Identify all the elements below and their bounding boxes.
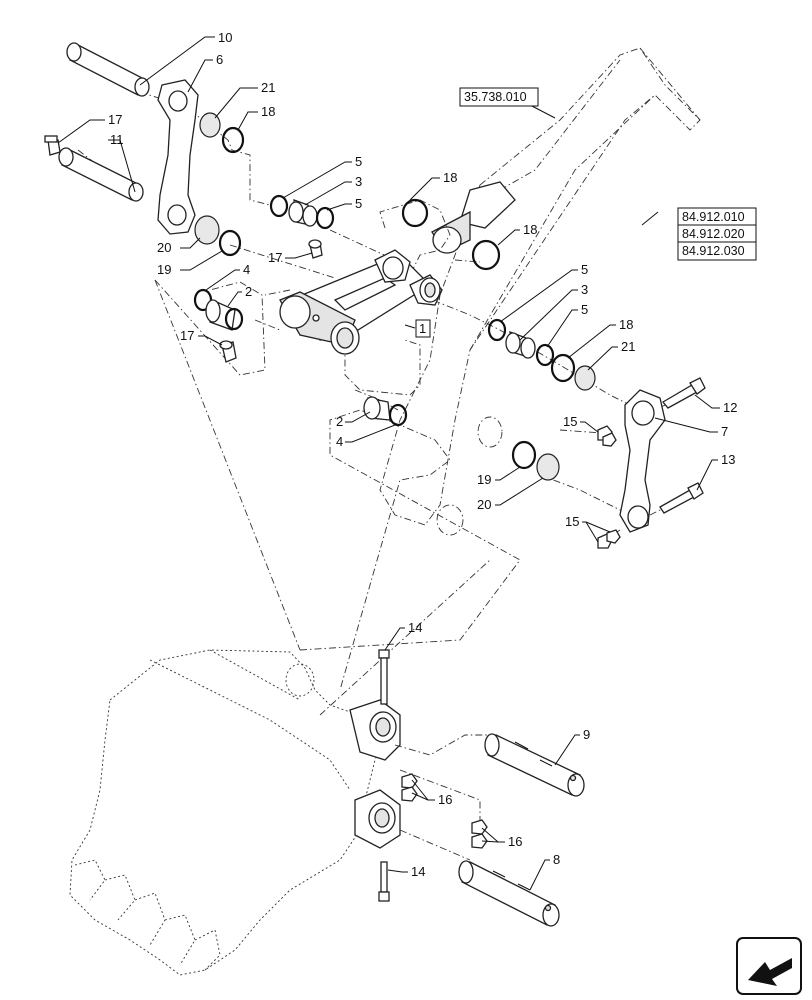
bushing-3b <box>505 331 536 359</box>
seal-5a <box>269 194 289 218</box>
callout-5: 5 <box>355 196 362 211</box>
navigation-arrow-icon[interactable] <box>736 937 802 995</box>
nut-15b <box>597 529 621 549</box>
bushing-2b <box>363 396 391 421</box>
callout-7: 7 <box>721 424 728 439</box>
bolt-13 <box>659 482 704 514</box>
o-ring-18c <box>471 239 501 271</box>
callout-5: 5 <box>581 262 588 277</box>
bolt-12 <box>662 377 706 409</box>
callout-11: 11 <box>110 132 124 147</box>
callout-17: 17 <box>268 250 282 265</box>
callout-20: 20 <box>477 497 491 512</box>
callout-16: 16 <box>438 792 452 807</box>
grease-fitting-17c <box>219 340 237 363</box>
o-ring-18b <box>401 198 429 228</box>
o-ring-18 <box>221 126 245 154</box>
seal-5b <box>315 206 335 230</box>
callout-18: 18 <box>619 317 633 332</box>
bushing-3a <box>288 199 318 227</box>
callout-1: 1 <box>419 321 426 336</box>
washer-21 <box>199 112 221 138</box>
callout-16: 16 <box>508 834 522 849</box>
callout-5: 5 <box>581 302 588 317</box>
bushing-2a <box>205 299 236 331</box>
callout-19: 19 <box>157 262 171 277</box>
pin-9 <box>484 733 585 797</box>
seal-4c <box>388 403 408 427</box>
bolt-14b <box>378 861 390 902</box>
leader-lines <box>57 36 720 891</box>
callout-18: 18 <box>523 222 537 237</box>
washer-20b <box>536 453 560 481</box>
callout-8: 8 <box>553 852 560 867</box>
ref-box-arm <box>459 87 539 107</box>
callout-15: 15 <box>563 414 577 429</box>
reference-boxes: 35.738.010 84.912.010 84.912.020 84.912.… <box>459 87 757 261</box>
callout-2: 2 <box>336 414 343 429</box>
ref-arm-code: 35.738.010 <box>464 90 527 104</box>
seal-4b <box>224 307 244 331</box>
ref-code-2: 84.912.020 <box>682 227 745 241</box>
ref-box-group <box>677 207 757 261</box>
callout-4: 4 <box>243 262 250 277</box>
callout-9: 9 <box>583 727 590 742</box>
link-7 <box>619 389 666 533</box>
dipper-arm <box>379 47 701 536</box>
nut-15a <box>597 425 617 447</box>
callout-18: 18 <box>261 104 275 119</box>
callout-15: 15 <box>565 514 579 529</box>
bucket <box>69 649 401 976</box>
callout-6: 6 <box>216 52 223 67</box>
grease-fitting-17a <box>44 135 61 156</box>
callout-13: 13 <box>721 452 735 467</box>
nut-16a <box>401 773 418 802</box>
callout-19: 19 <box>477 472 491 487</box>
pin-8 <box>458 860 560 927</box>
bucket-link-1 <box>279 249 443 355</box>
ref-code-3: 84.912.030 <box>682 244 745 258</box>
link-6 <box>157 79 199 235</box>
o-ring-18d <box>550 353 576 383</box>
washer-20 <box>194 215 220 245</box>
callout-10: 10 <box>218 30 232 45</box>
bolt-14a <box>378 649 390 705</box>
o-ring-19 <box>218 229 242 257</box>
callout-14: 14 <box>408 620 422 635</box>
callout-21: 21 <box>261 80 275 95</box>
callout-labels: 10 6 21 18 17 11 5 3 5 18 18 20 17 19 4 … <box>108 30 737 879</box>
nut-16b <box>471 819 488 849</box>
callout-5: 5 <box>355 154 362 169</box>
o-ring-19b <box>511 440 537 470</box>
callout-17: 17 <box>108 112 122 127</box>
callout-14: 14 <box>411 864 425 879</box>
callout-18: 18 <box>443 170 457 185</box>
callout-3: 3 <box>581 282 588 297</box>
callout-2: 2 <box>245 284 252 299</box>
callout-20: 20 <box>157 240 171 255</box>
pin-11 <box>58 147 144 202</box>
callout-4: 4 <box>336 434 343 449</box>
washer-21b <box>574 365 596 391</box>
callout-1-box <box>415 319 431 338</box>
callout-17: 17 <box>180 328 194 343</box>
callout-12: 12 <box>723 400 737 415</box>
callout-3: 3 <box>355 174 362 189</box>
seal-5d <box>535 343 555 367</box>
seal-5c <box>487 318 507 342</box>
ref-code-1: 84.912.010 <box>682 210 745 224</box>
pin-10 <box>66 42 150 97</box>
grease-fitting-17b <box>308 239 323 259</box>
callout-21: 21 <box>621 339 635 354</box>
